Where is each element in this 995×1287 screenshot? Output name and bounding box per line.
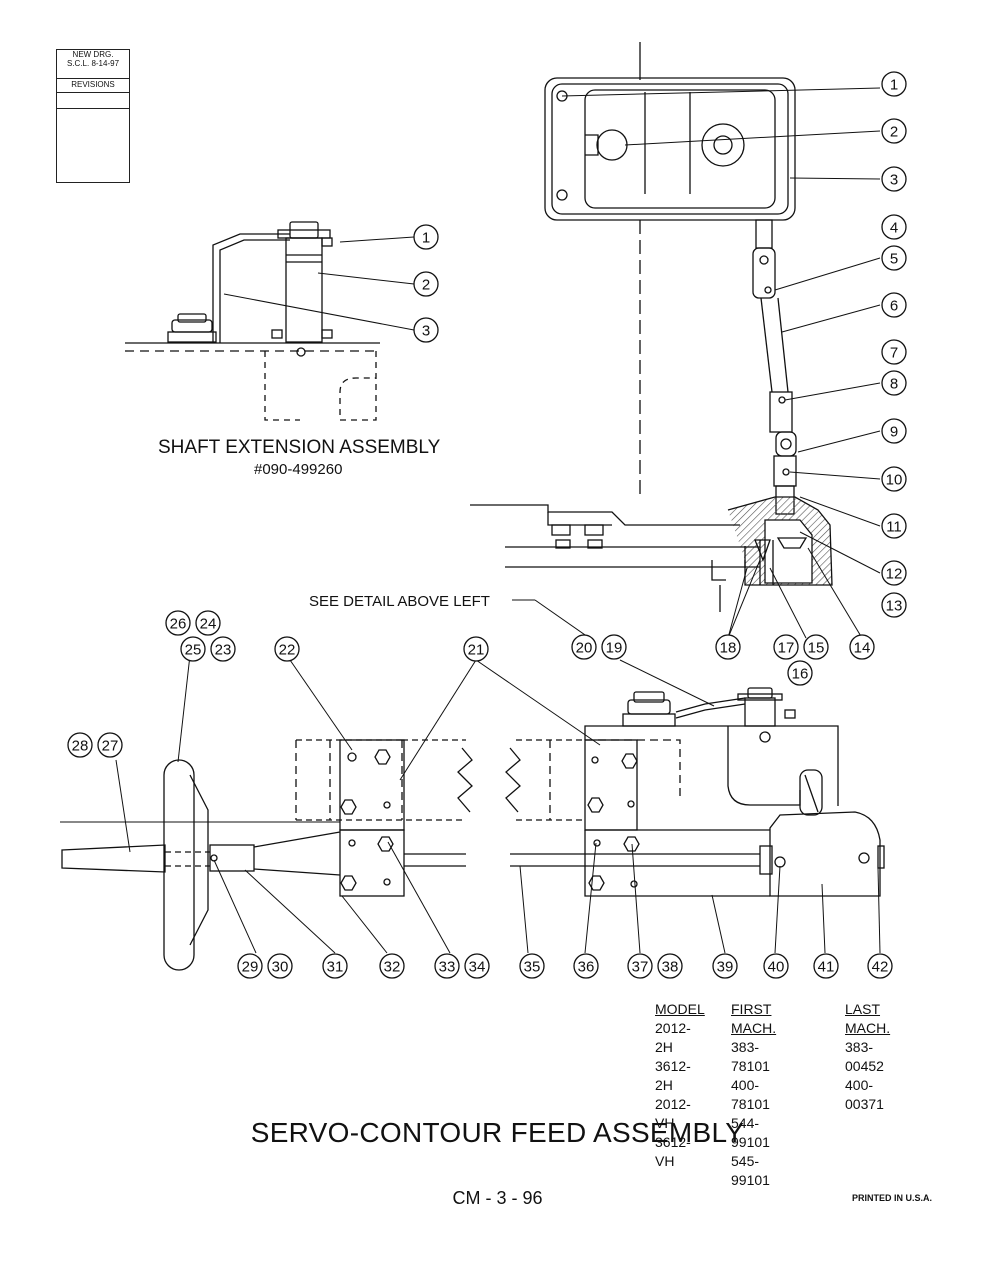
- table-cell: 3612-2H: [655, 1058, 691, 1093]
- table-header-model: MODEL: [655, 1001, 705, 1017]
- table-cell: 400-00371: [845, 1077, 884, 1112]
- callout-10: 10: [886, 472, 903, 489]
- table-cell: 383-00452: [845, 1039, 884, 1074]
- callout-23: 23: [215, 642, 232, 659]
- callout-25: 25: [185, 642, 202, 659]
- callout-20: 20: [576, 640, 593, 657]
- callout-12: 12: [886, 566, 903, 583]
- upper-assembly: [470, 42, 833, 612]
- callout-39: 39: [717, 959, 734, 976]
- revision-divider: [57, 78, 129, 79]
- detail-title: SHAFT EXTENSION ASSEMBLY: [158, 437, 441, 458]
- revision-block: NEW DRG. S.C.L. 8-14-97 REVISIONS: [56, 49, 130, 183]
- callout-1: 1: [890, 77, 898, 94]
- callout-4: 4: [890, 220, 898, 237]
- table-cell: 3612-VH: [655, 1134, 691, 1169]
- callout-17: 17: [778, 640, 795, 657]
- callout-14: 14: [854, 640, 871, 657]
- revision-divider: [57, 108, 129, 109]
- callout-32: 32: [384, 959, 401, 976]
- callout-18: 18: [720, 640, 737, 657]
- callout-27: 27: [102, 738, 119, 755]
- callout-36: 36: [578, 959, 595, 976]
- table-cell: 545-99101: [731, 1153, 770, 1188]
- table-cell: 400-78101: [731, 1077, 770, 1112]
- callout-6: 6: [890, 298, 898, 315]
- callout-29: 29: [242, 959, 259, 976]
- revision-line-1: NEW DRG.: [72, 50, 114, 59]
- detail-callout-2: 2: [422, 277, 430, 294]
- callout-15: 15: [808, 640, 825, 657]
- table-cell: 383-78101: [731, 1039, 770, 1074]
- callout-33: 33: [439, 959, 456, 976]
- callout-28: 28: [72, 738, 89, 755]
- table-header-first-mach: FIRST MACH.: [731, 1001, 777, 1036]
- callout-16: 16: [792, 666, 809, 683]
- lower-assembly: [60, 687, 885, 971]
- callout-9: 9: [890, 424, 898, 441]
- callout-30: 30: [272, 959, 289, 976]
- table-cell: 2012-VH: [655, 1096, 691, 1131]
- detail-part-number: #090-499260: [254, 461, 343, 478]
- callout-42: 42: [872, 959, 889, 976]
- callout-26: 26: [170, 616, 187, 633]
- callout-7: 7: [890, 345, 898, 362]
- callout-19: 19: [606, 640, 623, 657]
- callout-38: 38: [662, 959, 679, 976]
- see-detail-note: SEE DETAIL ABOVE LEFT: [309, 593, 490, 610]
- callout-22: 22: [279, 642, 296, 659]
- callout-37: 37: [632, 959, 649, 976]
- callouts: 1 2 3 1 2 3 4 5 6 7 8 9 10 11 12 13 14 1…: [67, 71, 907, 979]
- printed-note: PRINTED IN U.S.A.: [852, 1193, 933, 1203]
- callout-40: 40: [768, 959, 785, 976]
- table-cell: 2012-2H: [655, 1020, 691, 1055]
- revision-line-2: S.C.L. 8-14-97: [66, 59, 120, 68]
- table-header-last-mach: LAST MACH.: [845, 1001, 891, 1036]
- detail-callout-1: 1: [422, 230, 430, 247]
- callout-8: 8: [890, 376, 898, 393]
- callout-21: 21: [468, 642, 485, 659]
- callout-24: 24: [200, 616, 217, 633]
- revision-divider: [57, 92, 129, 93]
- callout-3: 3: [890, 172, 898, 189]
- shaft-extension-detail: [125, 221, 380, 421]
- callout-11: 11: [886, 519, 902, 536]
- table-cell: 544-99101: [731, 1115, 770, 1150]
- revision-label: REVISIONS: [71, 80, 115, 89]
- callout-34: 34: [469, 959, 486, 976]
- page-number: CM - 3 - 96: [452, 1188, 543, 1208]
- callout-41: 41: [818, 959, 835, 976]
- detail-callout-3: 3: [422, 323, 430, 340]
- callout-5: 5: [890, 251, 898, 268]
- page-title: SERVO-CONTOUR FEED ASSEMBLY: [250, 1117, 745, 1148]
- callout-2: 2: [890, 124, 898, 141]
- callout-35: 35: [524, 959, 541, 976]
- callout-13: 13: [886, 598, 903, 615]
- callout-31: 31: [327, 959, 344, 976]
- leader-lines: [115, 87, 881, 954]
